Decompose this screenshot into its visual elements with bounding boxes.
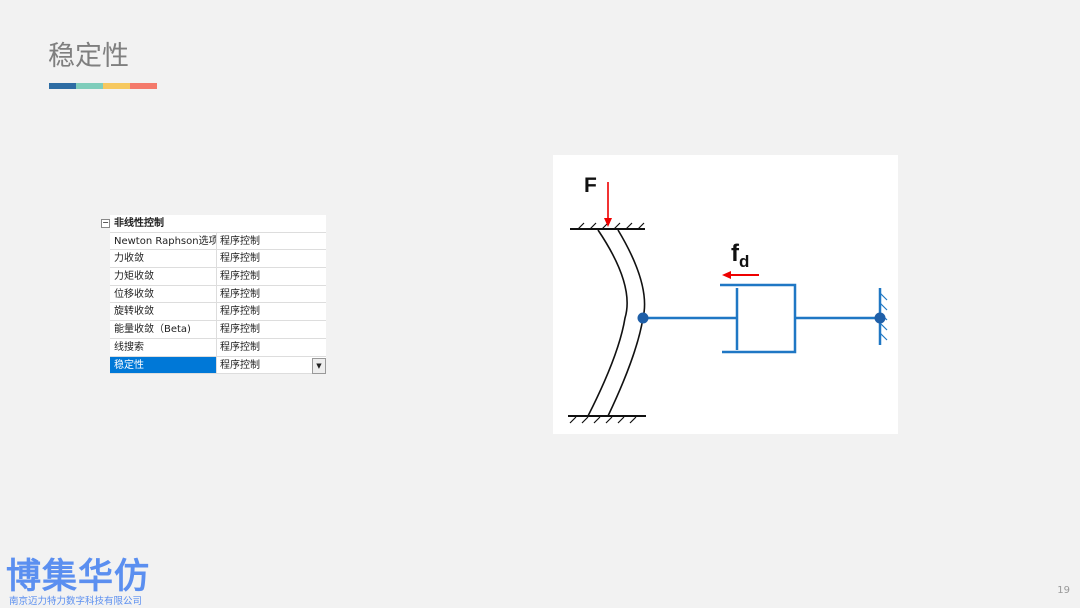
property-value-text: 程序控制 xyxy=(220,324,260,336)
property-row[interactable]: 力收敛程序控制 xyxy=(110,250,326,269)
property-name: Newton Raphson选项 xyxy=(110,232,217,250)
column-node xyxy=(637,312,649,324)
property-row[interactable]: 能量收敛（Beta)程序控制 xyxy=(110,321,326,339)
property-grid: 非线性控制 Newton Raphson选项程序控制力收敛程序控制力矩收敛程序控… xyxy=(110,215,326,375)
damper-label: f xyxy=(731,240,740,267)
accent-bar-2 xyxy=(76,83,103,89)
force-label: F xyxy=(584,174,597,197)
property-name: 稳定性 xyxy=(110,356,217,374)
collapse-icon[interactable]: − xyxy=(101,218,110,228)
force-arrow xyxy=(604,182,612,227)
property-name: 力收敛 xyxy=(110,250,217,268)
accent-bar-4 xyxy=(130,83,157,89)
damper-force-arrow xyxy=(722,271,759,279)
property-value[interactable]: 程序控制 xyxy=(217,250,326,267)
logo: 博集华仿 xyxy=(6,557,151,597)
property-name: 能量收敛（Beta) xyxy=(110,321,217,338)
property-name: 位移收敛 xyxy=(110,285,217,303)
damper-subscript: d xyxy=(739,252,749,271)
company-name: 南京迈力特力数字科技有限公司 xyxy=(9,596,143,607)
property-value-text: 程序控制 xyxy=(220,288,260,300)
property-row[interactable]: Newton Raphson选项程序控制 xyxy=(110,232,326,251)
property-row[interactable]: 旋转收敛程序控制 xyxy=(110,303,326,322)
property-value-text: 程序控制 xyxy=(220,235,260,247)
property-value-text: 程序控制 xyxy=(220,253,260,265)
property-value[interactable]: 程序控制 xyxy=(217,268,326,285)
page-number: 19 xyxy=(1057,585,1070,596)
property-value[interactable]: 程序控制 xyxy=(217,339,326,356)
property-value[interactable]: 程序控制 xyxy=(217,233,326,250)
property-row[interactable]: 线搜索程序控制 xyxy=(110,338,326,357)
property-value[interactable]: 程序控制 xyxy=(217,286,326,303)
damper xyxy=(643,283,888,354)
property-value[interactable]: 程序控制 ▼ xyxy=(217,357,326,374)
property-row[interactable]: 稳定性程序控制 ▼ xyxy=(110,356,326,375)
top-wall xyxy=(570,222,645,230)
property-value[interactable]: 程序控制 xyxy=(217,303,326,320)
accent-bar-3 xyxy=(103,83,130,89)
wall-node xyxy=(874,312,886,324)
property-name: 旋转收敛 xyxy=(110,303,217,321)
bottom-wall xyxy=(568,415,646,424)
property-value[interactable]: 程序控制 xyxy=(217,321,326,338)
property-value-text: 程序控制 xyxy=(220,306,260,318)
dropdown-arrow-icon[interactable]: ▼ xyxy=(312,357,326,374)
property-value-text: 程序控制 xyxy=(220,271,260,283)
slide-title: 稳定性 xyxy=(48,41,129,72)
svg-text:fd: fd xyxy=(731,240,749,271)
property-name: 线搜索 xyxy=(110,338,217,356)
group-header[interactable]: 非线性控制 xyxy=(110,215,326,233)
accent-bar-1 xyxy=(49,83,76,89)
property-value-text: 程序控制 xyxy=(220,359,260,371)
property-value-text: 程序控制 xyxy=(220,341,260,353)
property-row[interactable]: 位移收敛程序控制 xyxy=(110,285,326,304)
damper-diagram: F fd xyxy=(553,155,898,434)
property-name: 力矩收敛 xyxy=(110,268,217,285)
property-row[interactable]: 力矩收敛程序控制 xyxy=(110,268,326,286)
group-label: 非线性控制 xyxy=(114,218,164,229)
buckled-column xyxy=(587,229,646,417)
